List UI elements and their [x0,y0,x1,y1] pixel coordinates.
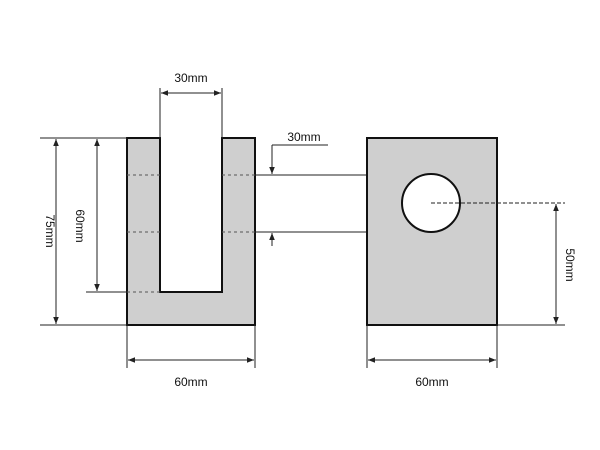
dim-side-width-label: 60mm [415,375,448,389]
dim-slot-width: 30mm [159,71,223,138]
dim-front-width-label: 60mm [174,375,207,389]
side-view [366,137,498,326]
dim-hole-height: 50mm [431,202,577,326]
dim-side-width: 60mm [366,325,498,389]
dim-slot-depth: 60mm [73,137,127,293]
dim-slot-width-label: 30mm [174,71,207,85]
dim-hole-diameter-label: 30mm [287,130,320,144]
dim-hole-height-label: 50mm [563,248,577,281]
dim-front-width: 60mm [126,325,256,389]
dim-total-height-label: 75mm [43,214,57,247]
front-view [126,137,256,326]
dim-slot-depth-label: 60mm [73,209,87,242]
